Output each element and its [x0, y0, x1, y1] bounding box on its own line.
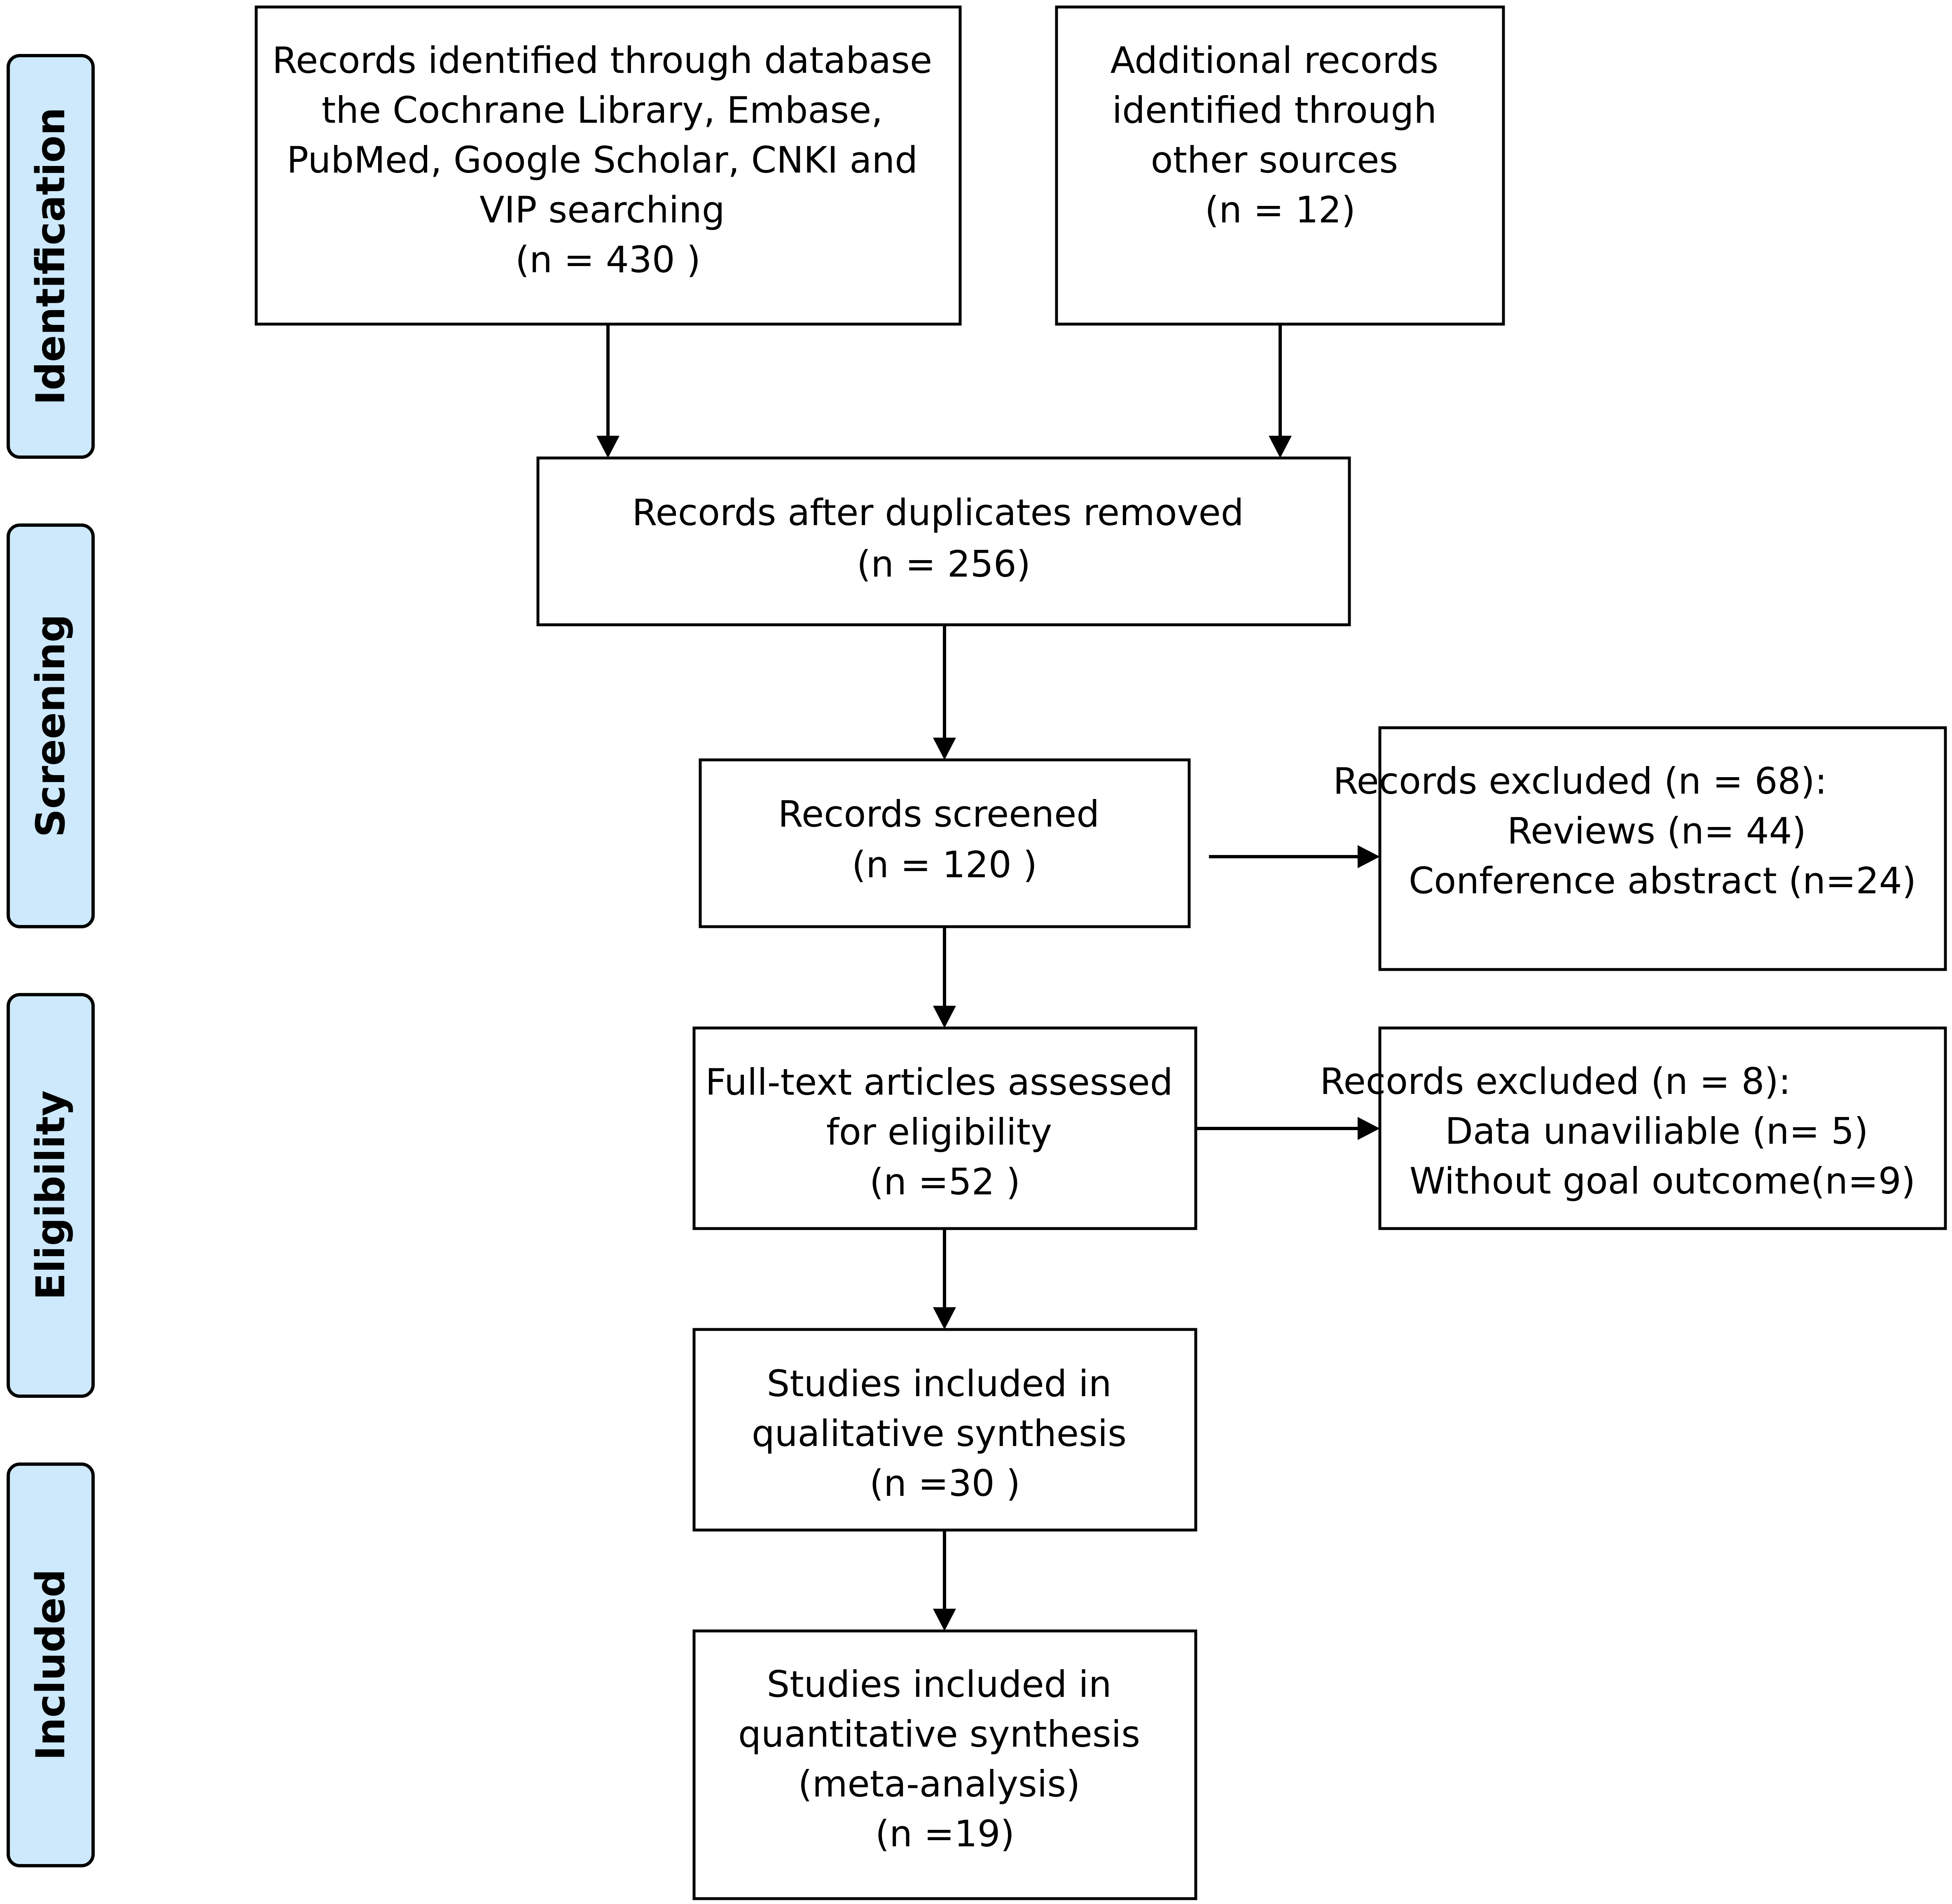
arrowhead-screened	[933, 1006, 956, 1028]
phase-eligibility-label: Eligibility	[28, 1091, 74, 1300]
qualitative-synthesis-box: Studies included in qualitative synthesi…	[692, 1328, 1197, 1532]
additional-records-text: Additional records identified through ot…	[1110, 39, 1450, 231]
records-screened-text: Records screened (n = 120 )	[778, 793, 1111, 886]
after-duplicates-text: Records after duplicates removed (n = 25…	[632, 491, 1255, 585]
phase-included: Included	[7, 1462, 95, 1867]
phase-eligibility: Eligibility	[7, 993, 95, 1398]
qualitative-synthesis-text: Studies included in qualitative synthesi…	[752, 1362, 1138, 1505]
after-duplicates-box: Records after duplicates removed (n = 25…	[536, 456, 1351, 626]
full-text-text: Full-text articles assessed for eligibil…	[705, 1061, 1184, 1203]
phase-screening: Screening	[7, 523, 95, 928]
arrowhead-database	[596, 436, 619, 458]
full-text-box: Full-text articles assessed for eligibil…	[692, 1026, 1197, 1230]
arrowhead-screened-excluded	[1358, 845, 1380, 868]
phase-identification-label: Identification	[28, 107, 74, 405]
additional-records-box: Additional records identified through ot…	[1055, 5, 1505, 326]
excluded-eligibility-box: Records excluded (n = 8): Data unaviliab…	[1320, 1026, 1947, 1230]
database-records-box: Records identified through database the …	[255, 5, 962, 326]
records-screened-box: Records screened (n = 120 )	[699, 758, 1191, 928]
phase-identification: Identification	[7, 54, 95, 459]
arrowhead-duplicates	[933, 738, 956, 760]
quantitative-synthesis-text: Studies included in quantitative synthes…	[738, 1663, 1152, 1855]
phase-screening-label: Screening	[28, 614, 74, 837]
excluded-eligibility-text: Records excluded (n = 8): Data unaviliab…	[1320, 1060, 1915, 1202]
quantitative-synthesis-box: Studies included in quantitative synthes…	[692, 1629, 1197, 1900]
excluded-screening-box: Records excluded (n = 68): Reviews (n= 4…	[1333, 726, 1947, 971]
arrowhead-fulltext-excluded	[1358, 1117, 1380, 1140]
excluded-screening-text: Records excluded (n = 68): Reviews (n= 4…	[1333, 760, 1916, 902]
phase-included-label: Included	[28, 1569, 74, 1761]
arrowhead-fulltext	[933, 1307, 956, 1329]
arrowhead-qualitative	[933, 1609, 956, 1631]
arrowhead-additional	[1269, 436, 1292, 458]
arrows	[596, 324, 1380, 1631]
database-records-text: Records identified through database the …	[272, 39, 944, 281]
